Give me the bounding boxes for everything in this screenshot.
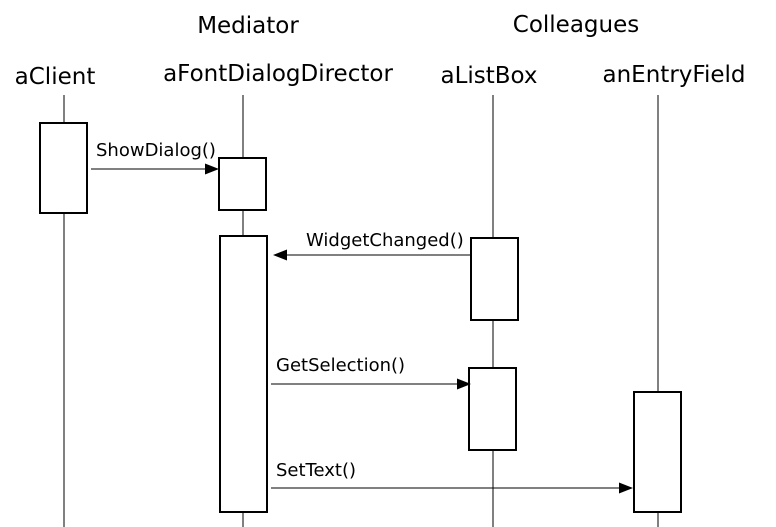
set-text-label: SetText() [276, 460, 356, 481]
entryfield-object-label: anEntryField [603, 62, 746, 88]
show-dialog-label: ShowDialog() [96, 140, 216, 161]
client-object-label: aClient [15, 64, 96, 90]
director-object-label: aFontDialogDirector [163, 61, 393, 87]
set-text-arrowhead [619, 482, 633, 494]
entryfield-activation-set-text [633, 391, 682, 513]
client-activation [39, 122, 88, 214]
director-activation-show-dialog [218, 157, 267, 211]
get-selection-label: GetSelection() [276, 355, 405, 376]
widget-changed-arrowhead [273, 249, 287, 261]
widget-changed-label: WidgetChanged() [306, 230, 464, 251]
director-activation-main [219, 235, 268, 513]
listbox-activation-widget-changed [470, 237, 519, 321]
listbox-object-label: aListBox [440, 63, 537, 89]
listbox-activation-get-selection [468, 367, 517, 451]
colleagues-group-label: Colleagues [513, 12, 639, 38]
get-selection-arrowhead [457, 378, 471, 390]
show-dialog-arrowhead [205, 163, 219, 175]
mediator-group-label: Mediator [197, 13, 299, 39]
